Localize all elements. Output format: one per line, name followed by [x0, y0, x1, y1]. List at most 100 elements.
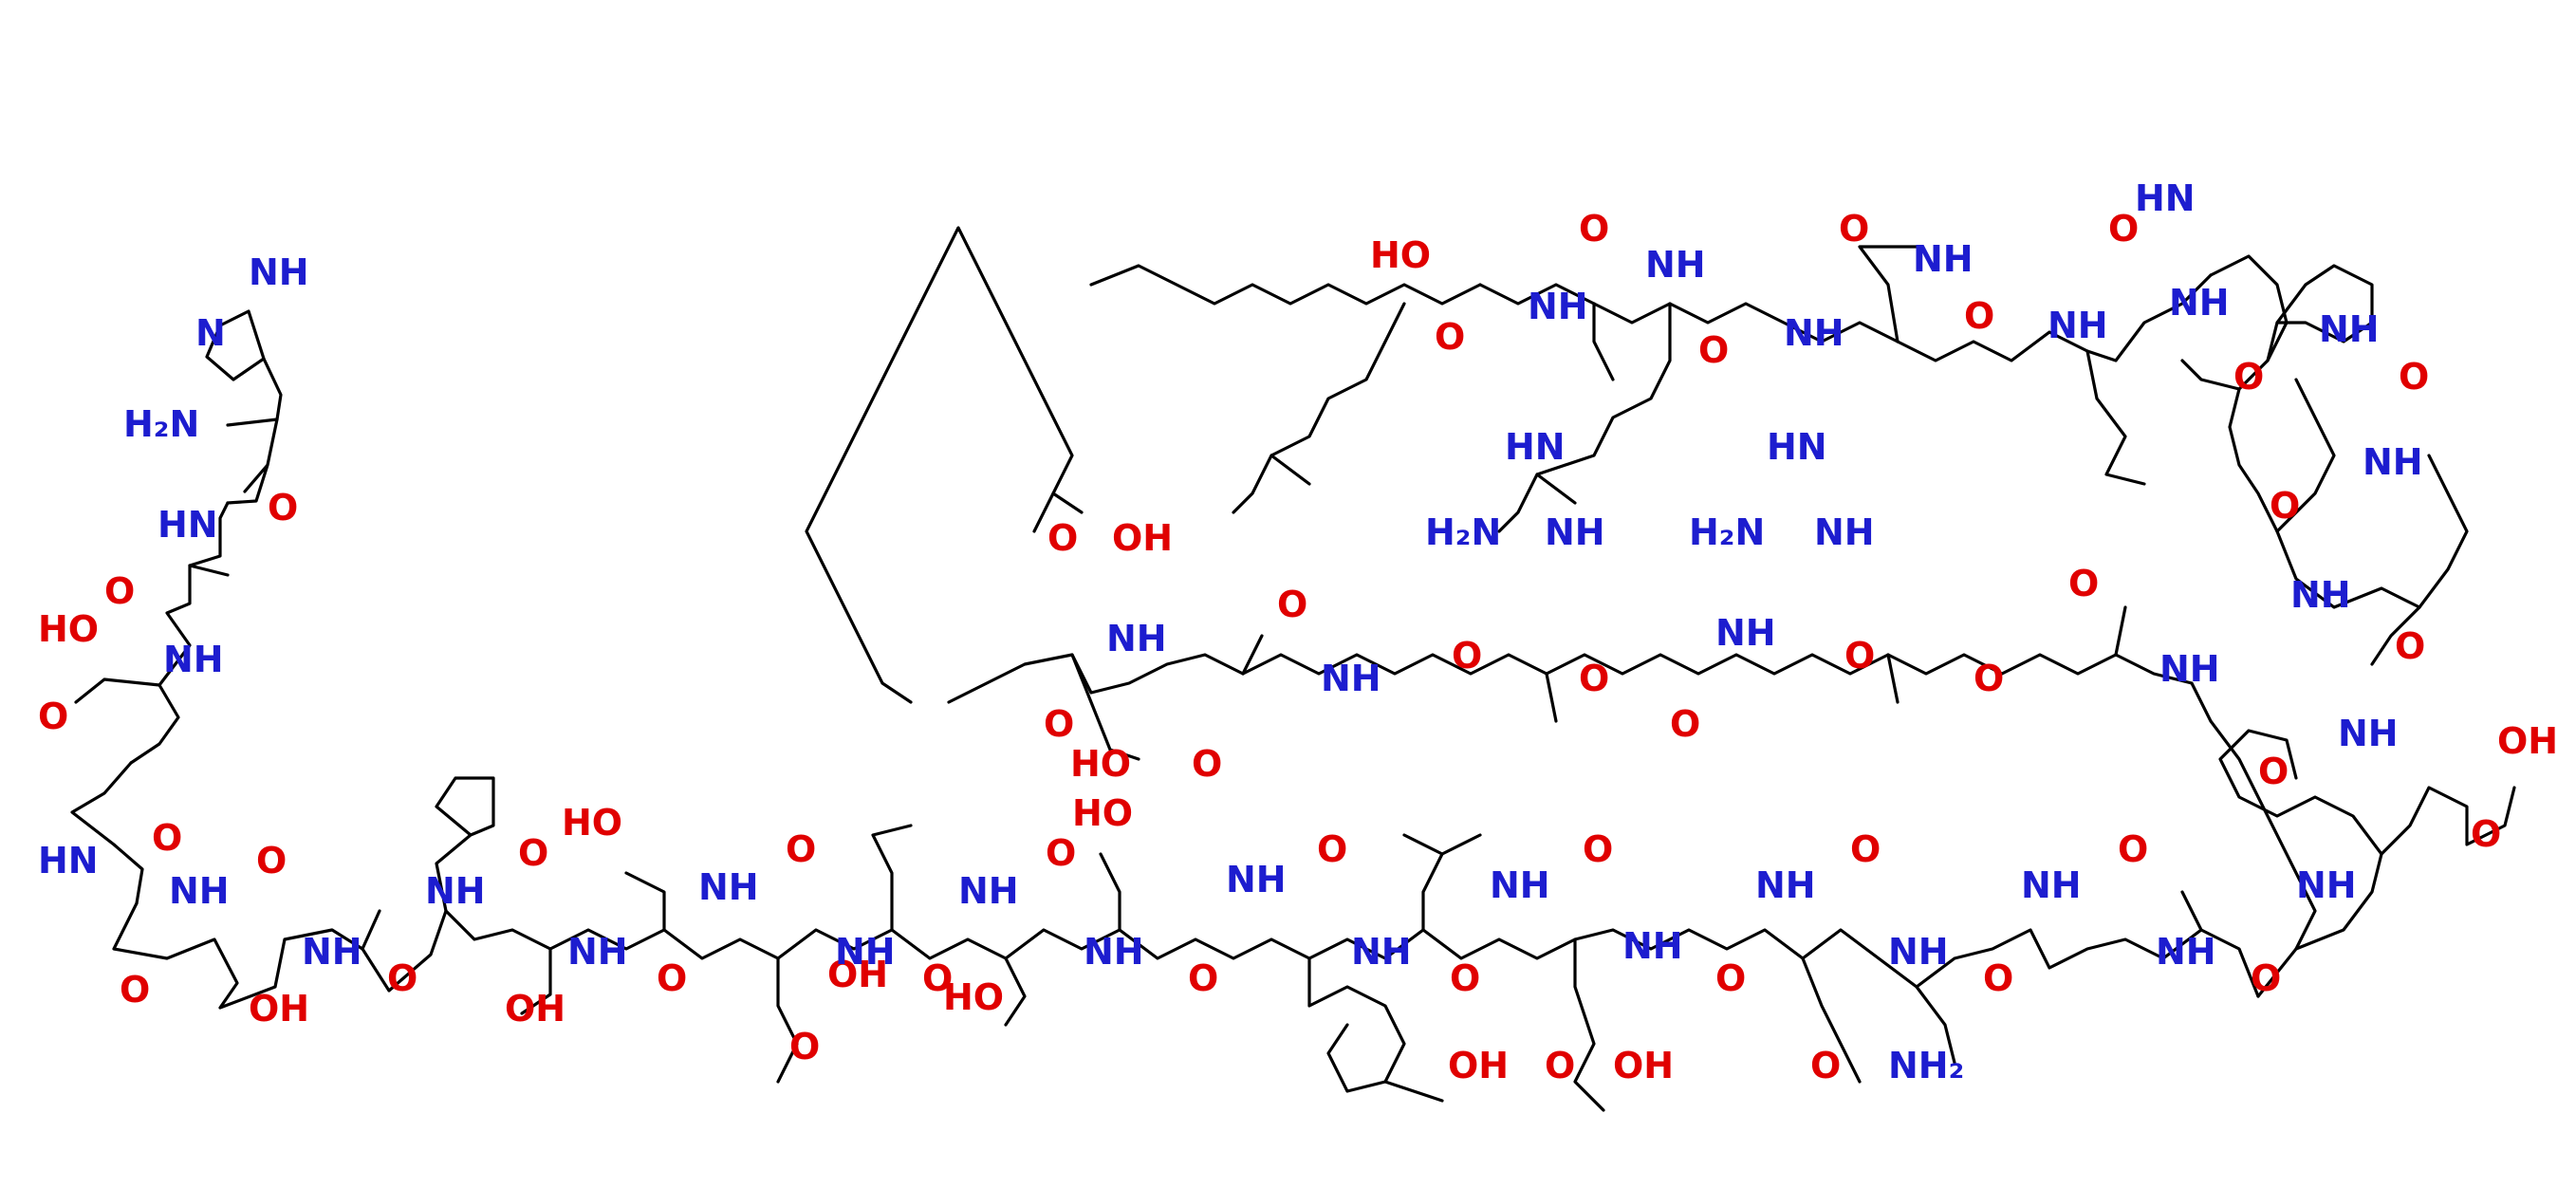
atom-ser2-o: O [1046, 832, 1076, 874]
atom-ile-nh: NH [2290, 574, 2351, 616]
atom-glu1-ho: HO [38, 608, 99, 650]
atom-phe1-nh: NH [302, 931, 362, 973]
atom-gglu-nh: NH [1106, 618, 1167, 659]
atom-peg-o2: O [1579, 658, 1609, 699]
atom-peg-o3: O [1844, 635, 1875, 677]
atom-thr1-o: O [256, 840, 287, 882]
atom-labels: NH N H₂N O HN O NH HO O O HN O NH O OH N… [38, 177, 2558, 1086]
atom-ser3-ho: HO [1072, 792, 1133, 834]
atom-his-nh: NH [249, 251, 309, 293]
atom-phe2-o: O [2395, 625, 2425, 667]
atom-val1-nh: NH [835, 931, 896, 973]
atom-ala2-o: O [2118, 828, 2148, 870]
atom-arg2-hn: HN [1505, 426, 1566, 468]
atom-glu1-nh: NH [163, 639, 224, 680]
atom-asp-oh: OH [827, 954, 888, 995]
atom-arg2-o: O [1579, 208, 1609, 250]
atom-tyr-oh: OH [1448, 1045, 1509, 1086]
atom-thr2-oh: OH [505, 988, 565, 1030]
atom-glu1-o: O [104, 570, 135, 612]
atom-ser1-o: O [657, 957, 687, 999]
atom-thr1-nh: NH [169, 870, 230, 912]
atom-gglu-o2: O [1192, 743, 1222, 785]
atom-peg-o-co2: O [2068, 563, 2099, 604]
atom-thr1-oh: OH [249, 988, 309, 1030]
atom-glu3-nh: NH [2296, 864, 2357, 906]
atom-arg1-h2n: H₂N [1689, 511, 1765, 553]
atom-glu2-nh: NH [1490, 864, 1550, 906]
atom-ala2-nh: NH [2021, 864, 2082, 906]
bond-skeleton [70, 226, 2516, 1112]
atom-arg2-h2n: H₂N [1425, 511, 1501, 553]
atom-ala3-o: O [2399, 356, 2429, 398]
atom-trp-hn: HN [2135, 177, 2196, 219]
atom-fa-o: O [1047, 517, 1078, 559]
atom-ser1-ho: HO [562, 802, 622, 844]
atom-gglu-o-amide: O [1044, 703, 1074, 745]
atom-glu3-o2: O [2471, 813, 2501, 855]
atom-ser1-nh: NH [567, 931, 628, 973]
atom-asp-o2: O [789, 1026, 820, 1067]
atom-val1-o: O [922, 957, 953, 999]
atom-leu2-nh: NH [2169, 282, 2230, 324]
atom-ile-o: O [2270, 485, 2300, 527]
atom-gly4-o: O [1435, 316, 1465, 358]
atom-thr2-o: O [518, 832, 548, 874]
atom-aib-hn: HN [158, 504, 218, 546]
atom-gly2-o: O [1715, 957, 1746, 999]
atom-arg1-nh: NH [1913, 238, 1974, 280]
atom-gly3-o: O [1698, 329, 1729, 371]
atom-phe2-nh: NH [2338, 713, 2399, 754]
atom-lys-nh: NH [2156, 931, 2216, 973]
atom-gln-o2: O [1810, 1045, 1841, 1086]
atom-tyr-o: O [1317, 828, 1347, 870]
atom-gly4-nh: NH [1528, 286, 1588, 327]
atom-his-h2n: H₂N [123, 403, 199, 445]
atom-gly3-nh: NH [1784, 312, 1844, 354]
atom-phe1-o: O [387, 957, 417, 999]
atom-trp-nh: NH [2319, 308, 2380, 350]
atom-peg-o4: O [1974, 658, 2004, 699]
atom-gln-nh: NH [1755, 864, 1816, 906]
atom-aib-o: O [268, 487, 298, 529]
atom-leu1-o: O [1450, 957, 1480, 999]
atom-ser3-o: O [1188, 957, 1218, 999]
atom-gly1-o-top: O [152, 817, 182, 859]
atom-arg1-nh-imine: NH [1814, 511, 1875, 553]
atom-lys-o: O [2251, 957, 2281, 999]
atom-leu1-nh: NH [1351, 931, 1412, 973]
atom-his-n: N [195, 312, 226, 354]
atom-glu2-o2: O [1545, 1045, 1575, 1086]
atom-asp-o: O [786, 828, 816, 870]
atom-thr2-nh: NH [425, 870, 486, 912]
atom-ser2-ho: HO [943, 976, 1004, 1018]
atom-gly1-o: O [120, 969, 150, 1011]
atom-glu2-oh: OH [1613, 1045, 1674, 1086]
atom-arg1-o: O [1839, 208, 1869, 250]
atom-ala1-o: O [1983, 957, 2013, 999]
atom-fa-oh: OH [1112, 517, 1173, 559]
atom-glu3-o: O [2258, 751, 2289, 792]
atom-ala1-nh: NH [1888, 931, 1949, 973]
atom-peg-nh1: NH [1321, 658, 1381, 699]
atom-glu1-o2: O [38, 696, 68, 737]
atom-arg2-nh-imine: NH [1545, 511, 1605, 553]
atom-val2-nh: NH [2048, 305, 2108, 346]
atom-arg2-nh: NH [1645, 244, 1706, 286]
atom-leu2-o: O [2108, 208, 2139, 250]
atom-lys-side-nh: NH [2159, 648, 2220, 690]
atom-gglu-o-side: O [1277, 584, 1307, 625]
atom-asp-nh: NH [698, 866, 759, 908]
atom-ser3-nh: NH [1084, 931, 1144, 973]
atom-gly4-ho: HO [1370, 234, 1431, 276]
atom-arg1-hn: HN [1767, 426, 1827, 468]
atom-gln-o: O [1850, 828, 1881, 870]
atom-peg-o1: O [1452, 635, 1482, 677]
atom-tyr-nh: NH [1226, 859, 1287, 900]
atom-peg-o-co: O [1670, 703, 1700, 745]
atom-gglu-ho: HO [1070, 743, 1131, 785]
atom-ser2-nh: NH [958, 870, 1019, 912]
atom-gly1-hn: HN [38, 840, 99, 882]
atom-peg-nh2: NH [1715, 612, 1776, 654]
